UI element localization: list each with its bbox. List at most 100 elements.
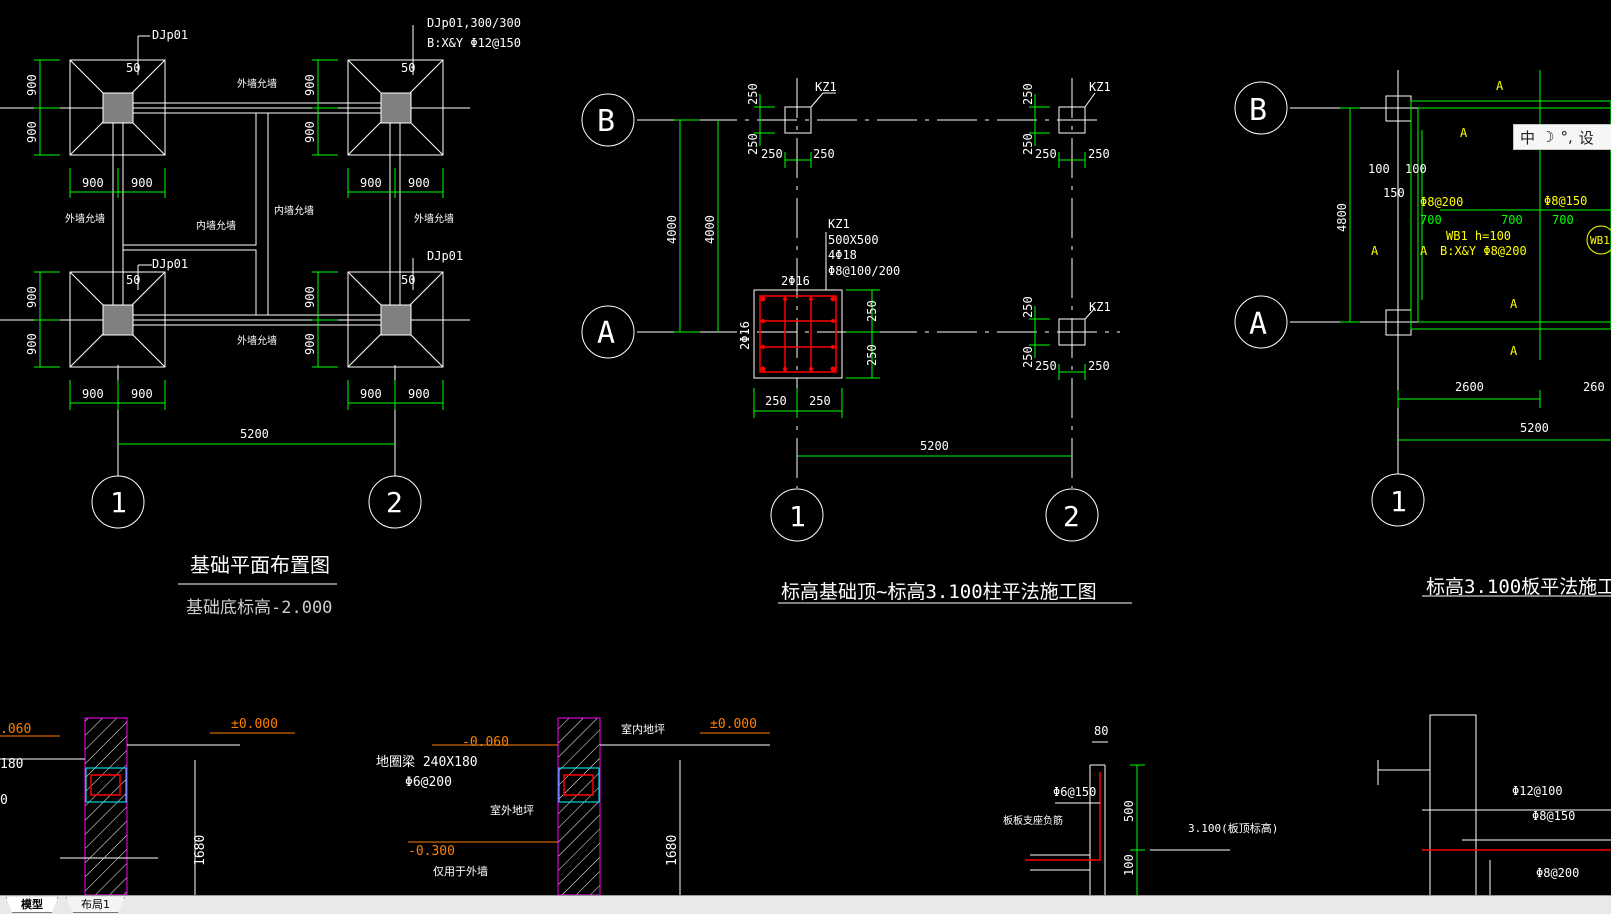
dim-150: 150: [1383, 186, 1405, 200]
val-50: 50: [126, 61, 140, 75]
djp-label-right: DJp01: [427, 249, 463, 263]
elev-3100: 3.100(板顶标高): [1188, 821, 1278, 835]
dim-900: 900: [25, 74, 39, 96]
kz1-section-bars: [760, 296, 836, 372]
dim-900: 900: [25, 286, 39, 308]
dim-5200: 5200: [1520, 421, 1549, 435]
moon-icon[interactable]: ☽: [1541, 128, 1555, 146]
mark-a: A: [1510, 344, 1518, 358]
dim-250: 250: [865, 344, 879, 366]
drawing-title: 标高3.100板平法施工图: [1426, 576, 1611, 598]
dim-250: 250: [1035, 359, 1057, 373]
slab-rebar: B:X&Y Φ8@200: [1440, 244, 1527, 258]
kz1-label: KZ1: [1089, 80, 1111, 94]
indoor-floor-label: 室内地坪: [621, 722, 665, 736]
dim-250: 250: [1021, 83, 1035, 105]
dim-1680: 1680: [665, 835, 680, 866]
rebar-phi6-150: Φ6@150: [1053, 785, 1096, 799]
dim-250: 250: [1088, 147, 1110, 161]
wall-section-2: [408, 717, 770, 895]
ring-beam-label: 地圈梁 240X180: [376, 755, 478, 770]
val-50: 50: [126, 273, 140, 287]
axis-b-label: B: [597, 104, 615, 139]
outer-wall-note: 仅用于外墙: [433, 864, 488, 878]
wall-inner-label: 内墙允墙: [196, 219, 236, 232]
dim-100: 100: [1368, 162, 1390, 176]
elev-label: -0.060: [462, 735, 509, 750]
dim-700: 700: [1552, 213, 1574, 227]
dim-250: 250: [1021, 133, 1035, 155]
dim-900: 900: [25, 121, 39, 143]
kz1-label: KZ1: [815, 80, 837, 94]
ime-toolbar[interactable]: 中 ☽ °, 设: [1513, 124, 1611, 150]
beam-detail-section-labels: Φ12@100 Φ8@150 Φ8@200: [1512, 784, 1579, 880]
wall-outer-label: 外墙允墙: [237, 77, 277, 90]
cad-drawing-canvas[interactable]: DJp01 DJp01,300/300 B:X&Y Φ12@150 DJp01 …: [0, 0, 1611, 895]
axis-2-label: 2: [386, 486, 403, 519]
dim-250: 250: [865, 300, 879, 322]
slab-plan-labels: B A 1 100 100 150 4800 2600 260 5200 Φ8@…: [1249, 79, 1611, 598]
tab-layout1[interactable]: 布局1: [66, 897, 125, 913]
dim-900: 900: [131, 387, 153, 401]
axis-1-label: 1: [789, 500, 806, 533]
dim-900: 900: [303, 121, 317, 143]
drawing-title: 基础平面布置图: [190, 553, 330, 577]
side-bars-left: 2Φ16: [738, 321, 752, 350]
dim-500: 500: [1122, 800, 1136, 822]
punctuation-toggle[interactable]: °,: [1560, 128, 1573, 146]
dim-700: 700: [1420, 213, 1442, 227]
dim-5200: 5200: [240, 427, 269, 441]
dim-250: 250: [765, 394, 787, 408]
elev-zero: ±0.000: [231, 717, 278, 732]
mark-a: A: [1496, 79, 1504, 93]
wall-section-1: [0, 717, 295, 895]
ime-mode-toggle[interactable]: 中: [1520, 128, 1536, 147]
beam-detail-section: [1377, 714, 1611, 895]
layout-tab-bar: 模型 布局1: [0, 895, 1611, 914]
val-180: 180: [0, 757, 23, 772]
ring-beam-rebar: Φ6@200: [405, 775, 452, 790]
dim-900: 900: [303, 286, 317, 308]
mark-a: A: [1420, 244, 1428, 258]
slab-edge-section-labels: 80 Φ6@150 板板支座负筋 500 100 3.100(板顶标高): [1003, 724, 1278, 876]
dim-900: 900: [360, 387, 382, 401]
rebar-phi8-150: Φ8@150: [1532, 809, 1575, 823]
rebar-phi12-100: Φ12@100: [1512, 784, 1563, 798]
slab-support-label: 板板支座负筋: [1003, 814, 1063, 827]
val-50: 50: [401, 61, 415, 75]
tab-model[interactable]: 模型: [6, 897, 58, 913]
foundation-labels: DJp01 DJp01,300/300 B:X&Y Φ12@150 DJp01 …: [25, 16, 521, 618]
side-bars-top: 2Φ16: [781, 274, 810, 288]
dim-100: 100: [1405, 162, 1427, 176]
dim-900: 900: [82, 387, 104, 401]
wall-outer-label: 外墙允墙: [414, 212, 454, 225]
column-plan-dimensions: [674, 94, 1086, 457]
djp-label-top: DJp01: [152, 28, 188, 42]
val-0: 0: [0, 793, 8, 808]
val-50: 50: [401, 273, 415, 287]
dim-900: 900: [408, 176, 430, 190]
wall-section-2-labels: -0.060 ±0.000 地圈梁 240X180 Φ6@200 室内地坪 室外…: [376, 717, 757, 878]
settings-button[interactable]: 设: [1578, 128, 1594, 147]
dim-1680: 1680: [193, 835, 208, 866]
dim-80: 80: [1094, 724, 1108, 738]
wall-section-1-labels: .060 ±0.000 180 0 1680: [0, 717, 278, 866]
axis-a-label: A: [1249, 307, 1267, 342]
wall-inner-label: 内墙允墙: [274, 204, 314, 217]
wb-tag: WB1: [1586, 225, 1611, 255]
axis-a-label: A: [597, 316, 615, 351]
slab-rebar-lines: [1340, 70, 1611, 441]
dim-250: 250: [1088, 359, 1110, 373]
dim-4000: 4000: [703, 215, 717, 244]
djp-label-mid: DJp01: [152, 257, 188, 271]
outdoor-floor-label: 室外地坪: [490, 803, 534, 817]
mark-a: A: [1510, 297, 1518, 311]
drawing-title: 标高基础顶~标高3.100柱平法施工图: [781, 581, 1097, 603]
axis-1-label: 1: [1390, 485, 1407, 518]
slab-name: WB1 h=100: [1446, 229, 1511, 243]
column-plan-labels: B A 1 2 KZ1 KZ1 KZ1 KZ1 500X500 4Φ18 Φ8@…: [597, 80, 1111, 603]
dim-900: 900: [131, 176, 153, 190]
dim-100: 100: [1122, 854, 1136, 876]
footing-columns: [102, 92, 412, 336]
dim-2600-partial: 260: [1583, 380, 1605, 394]
